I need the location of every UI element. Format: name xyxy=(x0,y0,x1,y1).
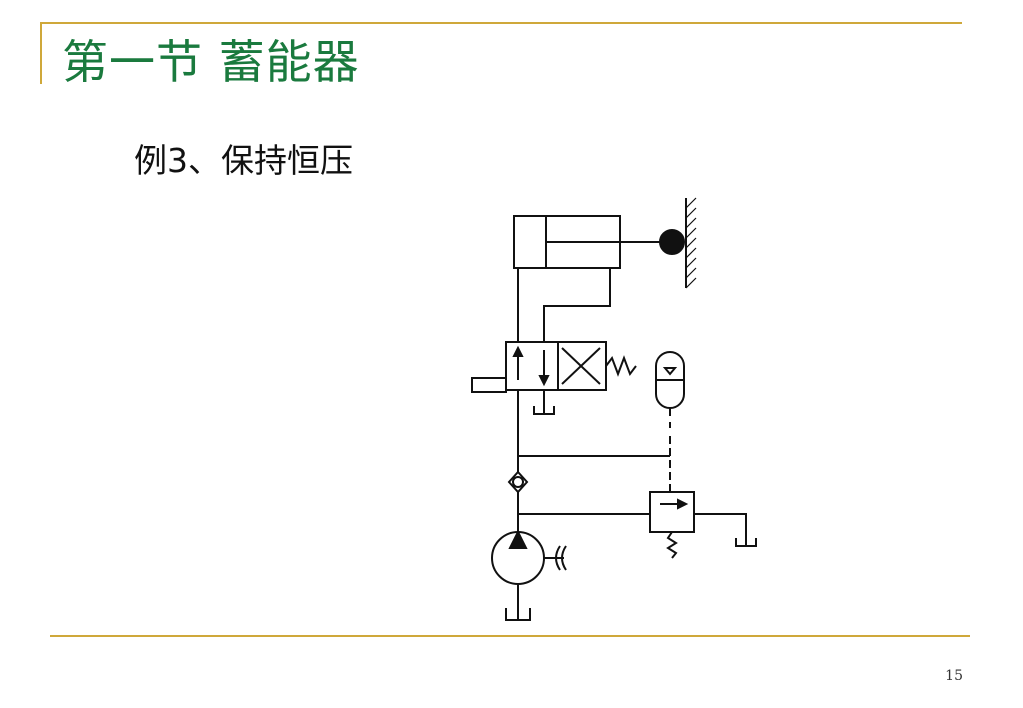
title-left-rule xyxy=(40,22,42,84)
page-number: 15 xyxy=(945,668,963,684)
hydraulic-cylinder xyxy=(513,215,672,269)
wall-mount xyxy=(659,197,697,289)
footer-rule xyxy=(50,635,970,637)
tank-symbol xyxy=(735,538,757,547)
tank-symbol xyxy=(505,608,531,621)
hydraulic-circuit-diagram xyxy=(460,180,780,640)
spring xyxy=(605,355,637,377)
tank-symbol xyxy=(533,406,555,415)
accumulator xyxy=(655,351,685,492)
slide-title: 第一节 蓄能器 xyxy=(62,35,360,89)
solenoid-valve xyxy=(471,341,607,393)
relief-valve xyxy=(649,491,695,559)
check-valve xyxy=(507,470,529,494)
slide-subtitle: 例3、保持恒压 xyxy=(134,141,353,180)
pump xyxy=(491,529,567,585)
title-top-rule xyxy=(40,22,962,24)
